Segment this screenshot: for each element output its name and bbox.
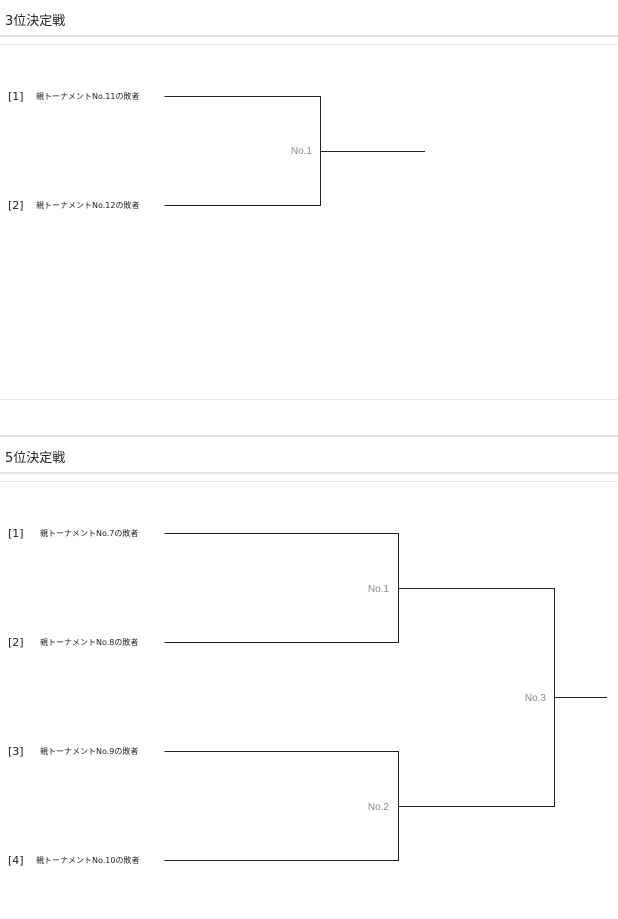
section-divider [0, 472, 618, 474]
entry-label: 親トーナメントNo.8の敗者 [40, 637, 138, 647]
entry-seed: [2] [8, 636, 24, 649]
entry-seed: [3] [8, 745, 24, 758]
section-divider [0, 35, 618, 37]
entry-label: 親トーナメントNo.11の敗者 [36, 91, 139, 101]
section-divider [0, 44, 618, 45]
match-label: No.3 [525, 693, 547, 704]
bracket-fifth-place: [1] 親トーナメントNo.7の敗者 [2] 親トーナメントNo.8の敗者 [3… [8, 527, 607, 867]
match-label: No.1 [291, 146, 313, 157]
section-title-third-place: 3位決定戦 [5, 14, 66, 29]
bracket-third-place: [1] 親トーナメントNo.11の敗者 [2] 親トーナメントNo.12の敗者 … [8, 90, 425, 212]
section-title-fifth-place: 5位決定戦 [5, 451, 66, 466]
bracket-line-match-1 [164, 533, 399, 643]
section-divider [0, 399, 618, 400]
section-divider [0, 481, 618, 482]
entry-seed: [4] [8, 854, 24, 867]
entry-seed: [2] [8, 199, 24, 212]
entry-label: 親トーナメントNo.12の敗者 [36, 200, 139, 210]
entry-label: 親トーナメントNo.10の敗者 [36, 855, 139, 865]
bracket-line-match-2 [164, 751, 399, 861]
entry-seed: [1] [8, 90, 24, 103]
entry-seed: [1] [8, 527, 24, 540]
match-label: No.2 [368, 802, 390, 813]
entry-label: 親トーナメントNo.7の敗者 [40, 528, 138, 538]
match-label: No.1 [368, 584, 390, 595]
entry-label: 親トーナメントNo.9の敗者 [40, 746, 138, 756]
section-divider [0, 435, 618, 437]
